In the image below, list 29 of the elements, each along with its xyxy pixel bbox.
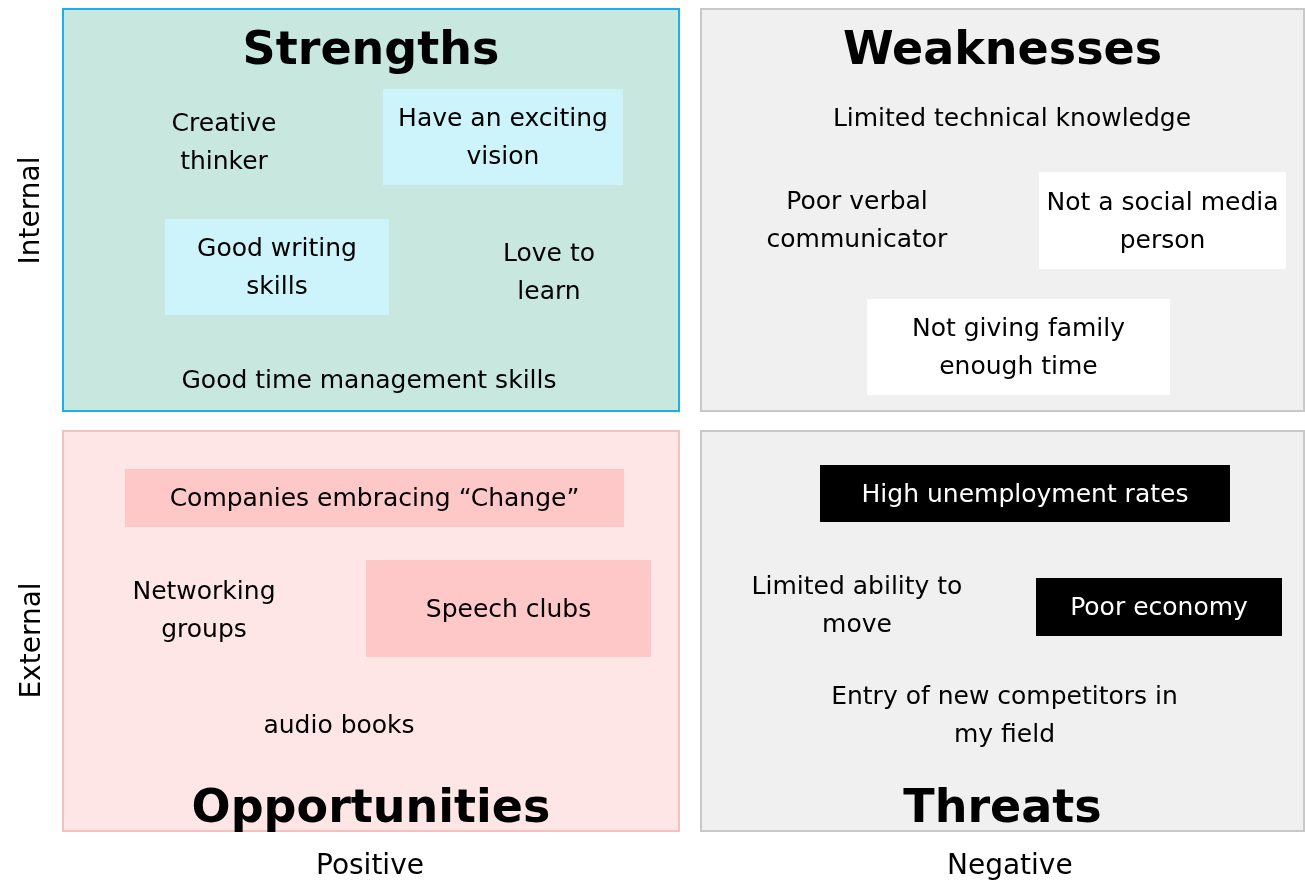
quadrant-heading: Opportunities	[190, 778, 552, 834]
item-text: Limited ability to move	[742, 565, 972, 645]
highlighted-item: Speech clubs	[366, 560, 651, 657]
axis-label: External	[13, 581, 47, 699]
quadrant-panel	[700, 8, 1305, 412]
highlighted-item: Have an exciting vision	[383, 89, 623, 185]
quadrant-panel	[700, 430, 1305, 832]
quadrant-heading: Strengths	[241, 20, 501, 76]
quadrant-panel	[62, 8, 680, 412]
highlighted-item: Good writing skills	[165, 219, 389, 315]
highlighted-item: Not a social media person	[1039, 172, 1286, 269]
item-text: Networking groups	[104, 570, 304, 650]
quadrant-panel	[62, 430, 680, 832]
item-text: audio books	[189, 705, 489, 745]
axis-label: Negative	[947, 847, 1073, 881]
highlighted-item: Companies embracing “Change”	[125, 469, 624, 527]
item-text: Good time management skills	[134, 360, 604, 400]
highlighted-item: High unemployment rates	[820, 465, 1230, 522]
quadrant-heading: Weaknesses	[841, 20, 1164, 76]
item-text: Poor verbal communicator	[747, 180, 967, 260]
item-text: Creative thinker	[154, 102, 294, 182]
quadrant-heading: Threats	[902, 778, 1103, 834]
highlighted-item: Poor economy	[1036, 578, 1282, 636]
highlighted-item: Not giving family enough time	[867, 299, 1170, 395]
item-text: Love to learn	[479, 232, 619, 312]
axis-label: Positive	[316, 847, 424, 881]
item-text: Entry of new competitors in my field	[817, 675, 1192, 755]
item-text: Limited technical knowledge	[792, 98, 1232, 138]
axis-label: Internal	[13, 156, 47, 264]
